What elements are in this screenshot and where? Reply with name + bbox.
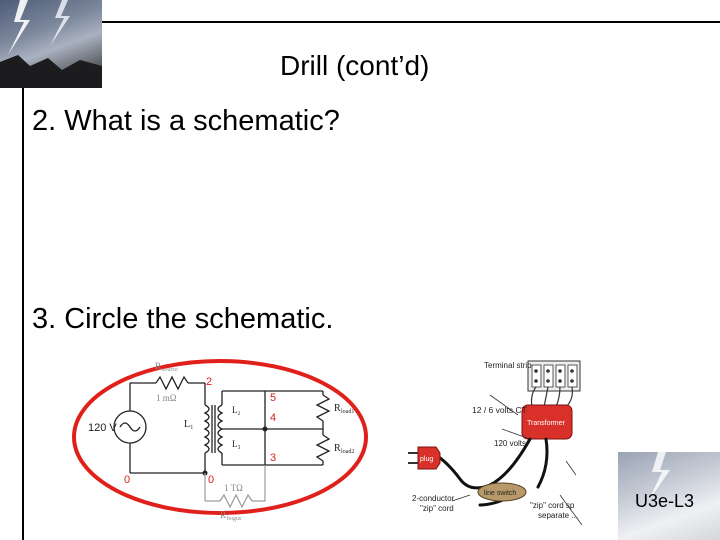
node-2-label: 2 (206, 376, 212, 388)
footer-lightning-photo (618, 452, 720, 540)
two-conductor-label: 2-conductor (412, 494, 455, 503)
slide-code: U3e-L3 (635, 491, 695, 511)
node-3-label: 3 (270, 452, 276, 464)
plug-label: plug (420, 456, 433, 463)
r-source-label: R (155, 361, 161, 371)
rload1-sub-label: load1 (341, 409, 354, 415)
question-what-is-schematic: 2. What is a schematic? (32, 105, 340, 137)
line-switch-label: line switch (484, 490, 516, 497)
node-5-label: 5 (270, 392, 276, 404)
node-0-right-label: 0 (208, 474, 214, 486)
bogus-value-label: 1 TΩ (224, 483, 243, 493)
plug-icon (417, 446, 441, 470)
left-margin-rule (22, 88, 24, 540)
zip-cord-separate-label: separate ... (538, 511, 578, 520)
circuit-schematic: 120 V R source 1 mΩ L₁ L₂ L₃ R load1 R l… (72, 359, 368, 522)
bogus-label: R (220, 510, 226, 520)
transformer-label: Transformer (527, 420, 566, 427)
voltage-rating-label: 12 / 6 volts CT (472, 405, 527, 415)
pictorial-wiring-diagram: Terminal strip 12 / 6 volts CT Transform… (408, 360, 583, 526)
rload2-label: R (334, 443, 341, 454)
red-circle-annotation (72, 359, 368, 515)
zip-cord-split-label: "zip" cord sp (530, 501, 575, 510)
r-source-value-label: 1 mΩ (156, 393, 177, 403)
node-4-label: 4 (270, 412, 276, 424)
lightning-storm-photo (0, 0, 102, 88)
r-source-sub-label: source (162, 367, 178, 373)
rload2-sub-label: load2 (341, 449, 354, 455)
bogus-sub-label: bogus (227, 516, 242, 522)
primary-volts-label: 120 volts (494, 439, 526, 448)
question-circle-schematic: 3. Circle the schematic. (32, 303, 334, 335)
line-switch-icon (477, 482, 527, 502)
source-voltage-label: 120 V (88, 422, 117, 434)
node-0-left-label: 0 (124, 474, 130, 486)
header-rule (102, 21, 720, 23)
l2-label: L₂ (232, 405, 241, 415)
zip-cord-label: "zip" cord (420, 504, 454, 513)
slide-title: Drill (cont’d) (280, 50, 430, 81)
l1-label: L₁ (184, 419, 194, 430)
rload1-label: R (334, 403, 341, 414)
terminal-strip-label: Terminal strip (484, 361, 532, 370)
l3-label: L₃ (232, 439, 241, 449)
